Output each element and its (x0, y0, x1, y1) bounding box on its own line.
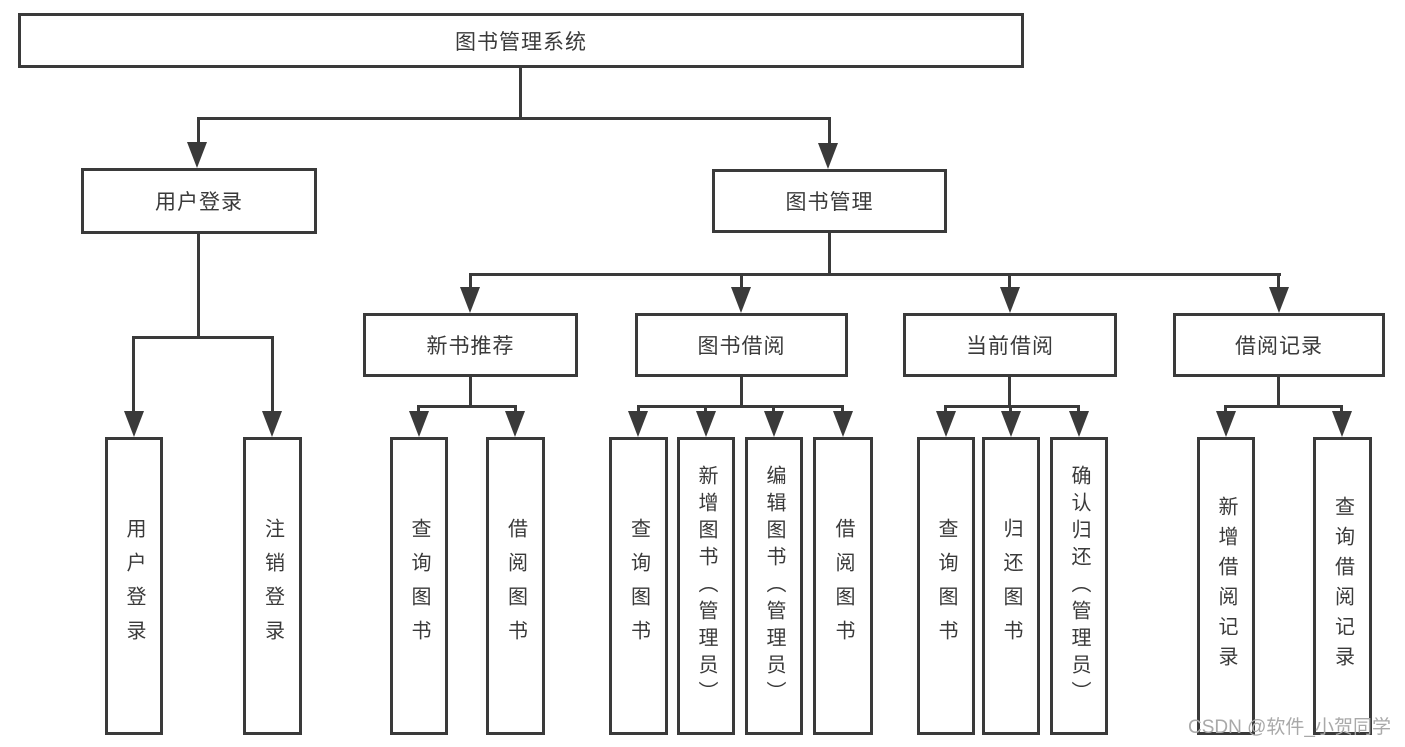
connector-line (828, 117, 831, 144)
connector-line (944, 405, 947, 413)
connector-line (132, 336, 135, 412)
connector-line (1077, 405, 1080, 413)
leaf-label: 新增图书（管理员） (695, 464, 717, 708)
node-label: 图书管理系统 (455, 30, 587, 54)
connector-line (740, 377, 743, 405)
connector-line (1008, 377, 1011, 405)
connector-line (841, 405, 844, 413)
leaf-label: 借阅图书 (832, 518, 854, 654)
node-label: 借阅记录 (1235, 335, 1323, 358)
node-user-login: 用户登录 (81, 168, 317, 234)
connector-line (1340, 405, 1343, 413)
arrow-down-icon (409, 411, 429, 437)
connector-line (469, 273, 1281, 276)
connector-line (197, 117, 831, 120)
leaf-label: 编辑图书（管理员） (763, 464, 785, 708)
connector-line (946, 405, 1079, 408)
leaf-label: 查询图书 (408, 518, 430, 654)
leaf-label: 查询图书 (627, 518, 650, 654)
arrow-down-icon (833, 411, 853, 437)
connector-line (1226, 405, 1342, 408)
node-new-book-recommendation: 新书推荐 (363, 313, 578, 377)
leaf-label: 归还图书 (1000, 518, 1022, 654)
connector-line (772, 405, 775, 413)
leaf-query-books: 查询图书 (390, 437, 448, 735)
connector-line (1008, 273, 1011, 288)
node-label: 新书推荐 (426, 335, 515, 358)
arrow-down-icon (1069, 411, 1089, 437)
arrow-down-icon (1269, 287, 1289, 313)
leaf-logout: 注销登录 (243, 437, 302, 735)
connector-line (469, 273, 472, 288)
connector-line (1277, 377, 1280, 405)
arrow-down-icon (460, 287, 480, 313)
node-current-borrowing: 当前借阅 (903, 313, 1117, 377)
node-label: 当前借阅 (966, 335, 1054, 358)
arrow-down-icon (1216, 411, 1236, 437)
arrow-down-icon (262, 411, 282, 437)
arrow-down-icon (505, 411, 525, 437)
arrow-down-icon (1332, 411, 1352, 437)
arrow-down-icon (124, 411, 144, 437)
node-label: 用户登录 (155, 191, 243, 214)
connector-line (1277, 273, 1280, 288)
node-label: 图书借阅 (697, 335, 786, 358)
connector-line (197, 117, 200, 143)
leaf-borrow-books: 借阅图书 (486, 437, 545, 735)
leaf-borrow-books: 借阅图书 (813, 437, 873, 735)
connector-line (419, 405, 516, 408)
leaf-user-login: 用户登录 (105, 437, 163, 735)
connector-line (740, 273, 743, 288)
leaf-add-books-admin: 新增图书（管理员） (677, 437, 735, 735)
arrow-down-icon (628, 411, 648, 437)
connector-line (519, 66, 522, 117)
leaf-label: 用户登录 (123, 518, 145, 654)
node-book-borrowing: 图书借阅 (635, 313, 848, 377)
arrow-down-icon (696, 411, 716, 437)
arrow-down-icon (818, 143, 838, 169)
leaf-label: 注销登录 (261, 518, 284, 654)
leaf-label: 新增借阅记录 (1215, 496, 1237, 676)
arrow-down-icon (936, 411, 956, 437)
leaf-query-books: 查询图书 (917, 437, 975, 735)
node-borrowing-records: 借阅记录 (1173, 313, 1385, 377)
connector-line (514, 405, 517, 413)
leaf-label: 借阅图书 (504, 518, 527, 654)
connector-line (1224, 405, 1227, 413)
leaf-query-borrow-record: 查询借阅记录 (1313, 437, 1372, 735)
arrow-down-icon (187, 142, 207, 168)
leaf-label: 查询图书 (935, 518, 957, 654)
connector-line (417, 405, 420, 413)
leaf-edit-books-admin: 编辑图书（管理员） (745, 437, 803, 735)
leaf-label: 确认归还（管理员） (1068, 464, 1090, 708)
connector-line (1009, 405, 1012, 413)
csdn-watermark: CSDN @软件_小贺同学 (1188, 717, 1391, 738)
connector-line (132, 336, 274, 339)
leaf-add-borrow-record: 新增借阅记录 (1197, 437, 1255, 735)
arrow-down-icon (731, 287, 751, 313)
connector-line (704, 405, 707, 413)
node-library-management-system: 图书管理系统 (18, 13, 1024, 68)
node-label: 图书管理 (785, 191, 874, 214)
arrow-down-icon (764, 411, 784, 437)
leaf-confirm-return-admin: 确认归还（管理员） (1050, 437, 1108, 735)
connector-line (638, 405, 843, 408)
leaf-return-books: 归还图书 (982, 437, 1040, 735)
node-book-management: 图书管理 (712, 169, 947, 233)
arrow-down-icon (1000, 287, 1020, 313)
leaf-query-books: 查询图书 (609, 437, 668, 735)
connector-line (469, 377, 472, 405)
connector-line (197, 234, 200, 336)
connector-line (637, 405, 640, 413)
connector-line (828, 233, 831, 273)
arrow-down-icon (1001, 411, 1021, 437)
connector-line (271, 336, 274, 412)
leaf-label: 查询借阅记录 (1331, 496, 1354, 676)
